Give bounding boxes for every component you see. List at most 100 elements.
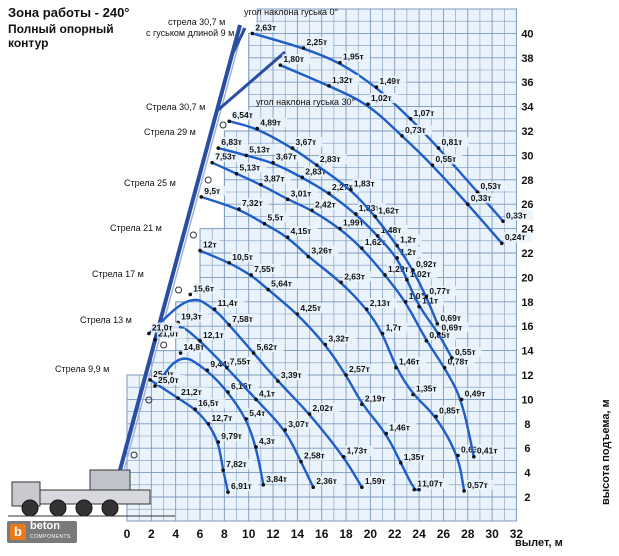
x-tick-label: 14 bbox=[291, 527, 305, 541]
label-bg bbox=[414, 383, 443, 394]
curve-point bbox=[373, 214, 378, 219]
x-tick-label: 26 bbox=[437, 527, 451, 541]
label-bg bbox=[399, 234, 422, 245]
wheel-icon bbox=[21, 499, 39, 517]
label-bg bbox=[363, 393, 392, 404]
curve-point bbox=[435, 321, 440, 326]
jib-angle-0-label: угол наклона гуська 0° bbox=[244, 7, 339, 17]
y-tick-label: 16 bbox=[521, 321, 533, 333]
boom-length-label: Стрела 21 м bbox=[110, 223, 162, 233]
label-bg bbox=[343, 271, 372, 282]
label-bg bbox=[388, 422, 417, 433]
load-value-label: 3,32т bbox=[328, 334, 349, 344]
load-value-label: 12,1т bbox=[203, 330, 224, 340]
boom-length-label: Стрела 30,7 м bbox=[146, 102, 205, 112]
x-tick-label: 0 bbox=[124, 527, 131, 541]
label-bg bbox=[310, 245, 339, 256]
load-value-label: 1,2т bbox=[400, 247, 416, 257]
curve-point bbox=[366, 102, 370, 106]
label-bg bbox=[315, 476, 344, 487]
wheel-icon bbox=[75, 499, 93, 517]
label-bg bbox=[254, 22, 283, 33]
label-bg bbox=[304, 166, 333, 177]
curve-point bbox=[434, 414, 438, 419]
curve-point bbox=[198, 248, 202, 253]
label-bg bbox=[404, 124, 433, 135]
label-bg bbox=[231, 110, 260, 121]
curve-point bbox=[475, 190, 480, 194]
curve-point bbox=[315, 163, 319, 167]
load-value-label: 0,57т bbox=[467, 480, 488, 490]
load-value-label: 1,59т bbox=[365, 476, 386, 486]
hook-icon bbox=[204, 176, 212, 184]
label-bg bbox=[421, 478, 450, 489]
curve-point bbox=[259, 182, 263, 187]
load-value-label: 19,3т bbox=[181, 312, 202, 322]
load-value-label: 0,73т bbox=[405, 125, 426, 135]
label-bg bbox=[352, 178, 381, 189]
curve-point bbox=[400, 134, 404, 138]
label-bg bbox=[228, 356, 257, 367]
curve-point bbox=[459, 397, 464, 402]
label-bg bbox=[305, 37, 334, 48]
curve-point bbox=[255, 126, 260, 131]
label-bg bbox=[414, 259, 443, 270]
load-value-label: 1,29т bbox=[388, 264, 409, 274]
curve-point bbox=[251, 351, 256, 355]
x-tick-label: 24 bbox=[412, 527, 426, 541]
label-bg bbox=[270, 278, 299, 289]
load-value-label: 12,7т bbox=[212, 413, 233, 423]
load-value-label: 1,1т bbox=[422, 296, 438, 306]
y-tick-label: 30 bbox=[521, 150, 533, 162]
load-value-label: 1,35т bbox=[416, 384, 437, 394]
label-bg bbox=[258, 435, 281, 446]
curve-point bbox=[237, 207, 241, 211]
curve-point bbox=[360, 485, 364, 490]
label-bg bbox=[240, 198, 269, 209]
load-value-label: 11,4т bbox=[218, 298, 238, 308]
load-value-label: 0,49т bbox=[465, 388, 486, 398]
curve-point bbox=[395, 256, 399, 260]
curve-point bbox=[234, 171, 239, 176]
load-value-label: 2,19т bbox=[365, 393, 386, 403]
curve-point bbox=[206, 422, 211, 426]
load-value-label: 0,33т bbox=[506, 210, 527, 220]
curve-point bbox=[383, 273, 387, 277]
load-value-label: 7,82т bbox=[226, 459, 247, 469]
y-axis-label: высота подъема, м bbox=[600, 399, 612, 505]
x-tick-label: 12 bbox=[266, 527, 280, 541]
jib-info-2: с гуськом длиной 9 м bbox=[146, 28, 234, 38]
jib-info-1: стрела 30,7 м bbox=[168, 17, 225, 27]
x-tick-label: 20 bbox=[364, 527, 378, 541]
load-value-label: 6,83т bbox=[221, 137, 242, 147]
load-value-label: 4,15т bbox=[291, 226, 312, 236]
load-value-label: 1,01т bbox=[409, 291, 430, 301]
load-value-label: 2,58т bbox=[304, 451, 325, 461]
x-tick-label: 32 bbox=[510, 527, 524, 541]
y-tick-label: 36 bbox=[521, 77, 533, 89]
load-value-label: 5,5т bbox=[268, 213, 284, 223]
curve-point bbox=[301, 46, 306, 50]
curve-point bbox=[436, 331, 441, 336]
label-bg bbox=[299, 303, 328, 313]
x-tick-label: 10 bbox=[242, 527, 256, 541]
load-value-label: 4,25т bbox=[300, 303, 321, 313]
label-bg bbox=[231, 313, 260, 324]
label-bg bbox=[311, 403, 340, 414]
load-value-label: 1,02т bbox=[410, 269, 431, 279]
label-bg bbox=[397, 356, 426, 367]
boom-length-label: Стрела 13 м bbox=[80, 315, 132, 325]
label-bg bbox=[434, 154, 463, 165]
load-value-label: 1,73т bbox=[347, 446, 368, 456]
label-bg bbox=[203, 185, 227, 196]
load-value-label: 2,25т bbox=[306, 37, 327, 47]
boom-length-label: Стрела 25 м bbox=[124, 178, 176, 188]
y-tick-label: 32 bbox=[521, 126, 533, 138]
label-bg bbox=[428, 329, 457, 340]
chart-subtitle-line1: Полный опорный bbox=[8, 22, 114, 36]
y-tick-label: 28 bbox=[521, 175, 533, 187]
load-value-label: 0,78т bbox=[448, 357, 469, 367]
curve-point bbox=[216, 146, 221, 150]
